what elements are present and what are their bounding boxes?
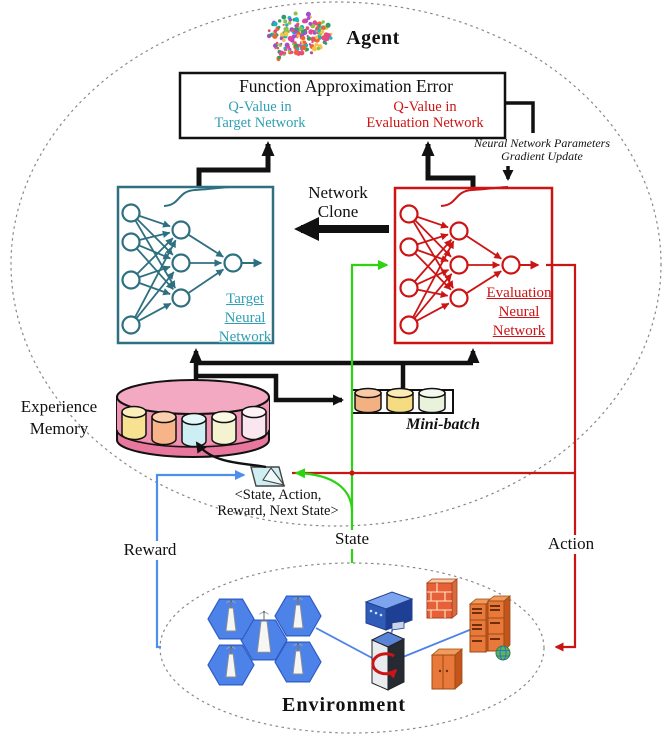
- state-label: State: [333, 529, 371, 549]
- reward-label: Reward: [121, 540, 179, 560]
- state-to-tuple-curve: [294, 468, 354, 513]
- target-network-box: [116, 185, 275, 345]
- evaluation-network-label: Evaluation Neural Network: [487, 284, 552, 340]
- agent-boundary-ellipse: [10, 1, 662, 527]
- gradient-note-line1: Neural Network Parameters: [474, 136, 610, 150]
- qvalue-arrows: [196, 141, 476, 187]
- line-junction-dot: [349, 470, 355, 476]
- firewall-icon: [425, 578, 459, 619]
- reward-line: [155, 470, 246, 649]
- tuple-line1: <State, Action,: [234, 487, 322, 503]
- fae-box: [178, 71, 507, 140]
- globe-icon: [495, 645, 511, 661]
- target-network-graph: [121, 186, 243, 335]
- fae-title: Function Approximation Error: [239, 76, 453, 96]
- network-clone-line2: Clone: [317, 201, 359, 221]
- experience-memory-line2: Memory: [29, 419, 89, 439]
- experience-tuple-label: <State, Action, Reward, Next State>: [217, 487, 339, 519]
- gradient-note-line2: Gradient Update: [501, 149, 583, 164]
- evaluation-network-graph: [399, 186, 521, 335]
- agent-label: Agent: [346, 27, 400, 49]
- evaluation-label-line1: Evaluation: [486, 285, 552, 301]
- cabinet-icon: [430, 648, 464, 690]
- action-line: [546, 263, 577, 652]
- server-rack-icon: [468, 595, 512, 661]
- mini-batch-label: Mini-batch: [406, 416, 480, 433]
- target-network-label: Target Neural Network: [219, 290, 272, 346]
- target-label-line1: Target: [226, 291, 264, 307]
- refresh-arrows-icon: [371, 652, 398, 679]
- gradient-update-path: [502, 101, 535, 181]
- brain-icon: [266, 11, 333, 62]
- network-clone-label: Network Clone: [308, 183, 368, 221]
- gradient-update-note: Neural Network Parameters Gradient Updat…: [474, 136, 610, 164]
- network-clone-line1: Network: [308, 183, 368, 202]
- base-station-cells-icon: [207, 595, 322, 686]
- experience-memory-label: Experience Memory: [21, 396, 97, 440]
- tuple-line2: Reward, Next State>: [217, 502, 339, 519]
- environment-label: Environment: [282, 694, 406, 716]
- tower-server-icon: [370, 631, 406, 691]
- state-line: [350, 260, 389, 563]
- store-experience-arrow: [195, 441, 267, 469]
- q-eval-line1: Q-Value in: [393, 99, 457, 115]
- evaluation-label-line2: Neural: [498, 303, 540, 320]
- target-label-line2: Neural: [224, 309, 266, 326]
- action-label: Action: [545, 534, 597, 554]
- q-target-label: Q-Value in Target Network: [214, 99, 306, 132]
- mini-batch-cylinders-icon: [351, 387, 454, 414]
- target-label-line3: Network: [218, 328, 272, 345]
- environment-group: [207, 578, 512, 691]
- q-eval-line2: Evaluation Network: [366, 114, 484, 131]
- q-target-line1: Q-Value in: [228, 99, 292, 115]
- evaluation-label-line3: Network: [492, 322, 546, 339]
- q-eval-label: Q-Value in Evaluation Network: [366, 99, 484, 132]
- memory-disk-icon: [116, 379, 270, 458]
- router-icon: [364, 591, 414, 631]
- tuple-note-icon: [250, 466, 286, 487]
- experience-memory-line1: Experience: [20, 397, 98, 416]
- q-target-line2: Target Network: [214, 114, 306, 131]
